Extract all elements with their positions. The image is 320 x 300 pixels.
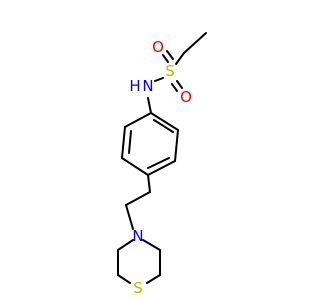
bond-thiomorpholine-1 [142,239,161,251]
oxygen-upper-label: O [152,38,164,56]
bond-n-aryl [147,97,152,114]
bond-ring-3 [147,160,176,176]
structure-canvas: S O O H N N S [117,32,207,297]
bond-ring-2 [174,129,179,162]
bond-ring-inner-3 [128,130,132,154]
oxygen-lower-label: O [180,88,192,106]
bond-linker-3 [125,204,134,230]
bond-s-n [154,77,164,82]
bond-ring-inner-1 [153,119,174,133]
bond-s-o-lower-a [171,83,178,92]
bond-thiomorpholine-4 [117,274,131,284]
sulfonyl-s-label: S [165,62,175,80]
ring-s-label: S [133,279,143,297]
bond-thiomorpholine-6 [117,239,134,251]
amide-h-label: H [129,77,140,95]
bond-ring-inner-2 [147,157,170,169]
amide-n-label: N [142,77,153,95]
bond-ring-1 [150,112,179,131]
bond-ethyl-c2-s [175,52,185,65]
bond-s-o-lower-b [176,80,183,89]
bond-ring-6 [124,112,152,128]
bond-ring-5 [121,126,126,159]
bond-s-o-upper-a [162,54,169,63]
bond-linker-1 [147,174,151,193]
bond-ring-4 [121,157,149,176]
ring-n-label: N [132,227,143,245]
bond-ethyl-c1-c2 [183,32,207,54]
molecule-drawing: S O O H N N S [117,32,207,297]
bond-s-o-upper-b [166,50,174,60]
bond-thiomorpholine-3 [146,274,161,284]
bond-linker-2 [125,191,151,206]
